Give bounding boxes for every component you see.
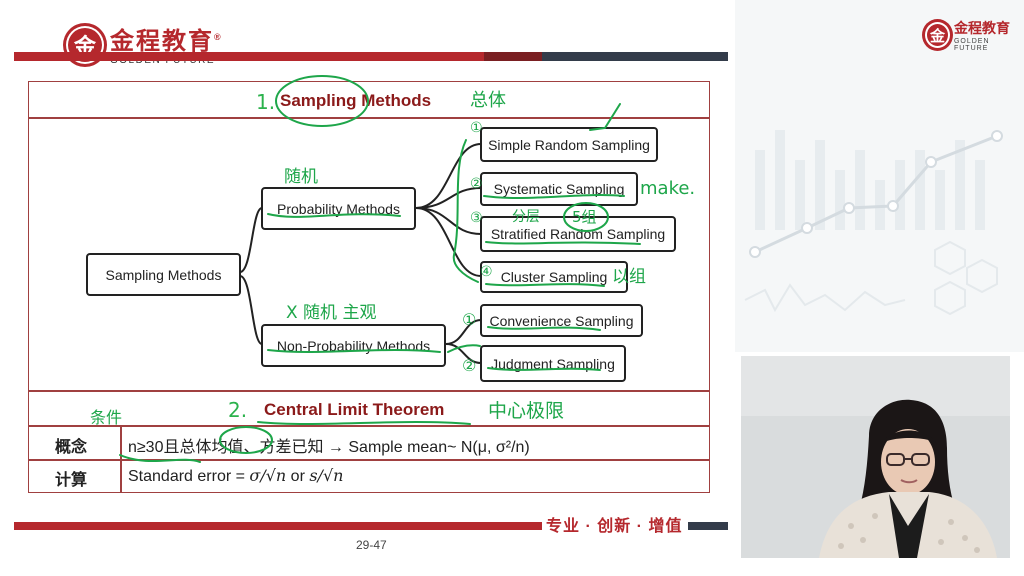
page-number: 29-47 xyxy=(356,538,387,552)
node-judgment-sampling: Judgment Sampling xyxy=(480,345,626,382)
instructor-video-icon xyxy=(741,356,1010,558)
row-label-concept: 概念 xyxy=(55,439,88,456)
node-probability-methods: Probability Methods xyxy=(261,187,416,230)
table-divider xyxy=(28,459,710,461)
row-label-calculation: 计算 xyxy=(55,472,88,489)
webcam-video-feed xyxy=(741,356,1010,558)
section1-number: 1. xyxy=(256,90,276,114)
right-brand-logo: 金 金程教育 GOLDEN FUTURE xyxy=(925,18,1024,52)
row-text-calculation: Standard error = σ/√n or s/√n xyxy=(128,466,343,486)
se-or: or xyxy=(286,468,310,485)
se-prefix: Standard error = xyxy=(128,468,250,485)
note-nonrandom: X 随机 主观 xyxy=(286,303,377,323)
se-formula-s: s/√n xyxy=(309,466,344,485)
note-make: make. xyxy=(640,178,696,199)
table-divider xyxy=(28,425,710,427)
note-by-group: 以组 xyxy=(612,267,646,287)
note-random: 随机 xyxy=(284,167,318,187)
slide-table xyxy=(28,81,710,493)
brand-name-cn: 金程教育® xyxy=(110,28,223,55)
header-bar-navy xyxy=(542,52,728,61)
decorative-background xyxy=(735,0,1024,352)
header-bar-red-dark xyxy=(484,52,542,61)
note-num-4: ④ xyxy=(480,264,493,280)
section2-title: Central Limit Theorem xyxy=(264,400,445,419)
right-brand-seal-icon: 金 xyxy=(925,22,950,48)
node-cluster-sampling: Cluster Sampling xyxy=(480,261,628,293)
header-bar-red xyxy=(14,52,484,61)
right-brand-name-cn: 金程教育 xyxy=(953,20,1010,36)
note-clt: 中心极限 xyxy=(488,400,565,422)
note-num-3: ③ xyxy=(470,210,483,226)
note-total: 总体 xyxy=(470,90,506,111)
table-divider xyxy=(28,390,710,392)
table-divider xyxy=(28,117,710,119)
note-stratify: 分层 xyxy=(512,209,540,225)
footer-bar-red xyxy=(14,522,542,530)
right-brand-name-en: GOLDEN FUTURE xyxy=(953,38,990,52)
note-num-1: ① xyxy=(470,120,483,136)
decorative-line-chart xyxy=(744,130,1003,316)
node-sampling-methods: Sampling Methods xyxy=(86,253,241,296)
footer-slogan: 专业 · 创新 · 增值 xyxy=(546,518,683,535)
note-num-2: ② xyxy=(470,176,483,192)
note-nonprob-2: ② xyxy=(462,356,477,375)
node-simple-random-sampling: Simple Random Sampling xyxy=(480,127,658,162)
se-formula-sigma: σ/√n xyxy=(249,466,287,485)
note-condition: 条件 xyxy=(90,408,123,427)
footer-bar-navy xyxy=(688,522,728,530)
section2-number: 2. xyxy=(228,398,248,422)
note-5-groups: 5组 xyxy=(572,208,597,226)
node-non-probability-methods: Non-Probability Methods xyxy=(261,324,446,367)
row-text-concept: n≥30且总体均值、方差已知 → Sample mean~ N(μ, σ²/n) xyxy=(128,439,530,456)
node-systematic-sampling: Systematic Sampling xyxy=(480,172,638,206)
note-nonprob-1: ① xyxy=(462,310,477,329)
node-convenience-sampling: Convenience Sampling xyxy=(480,304,643,337)
